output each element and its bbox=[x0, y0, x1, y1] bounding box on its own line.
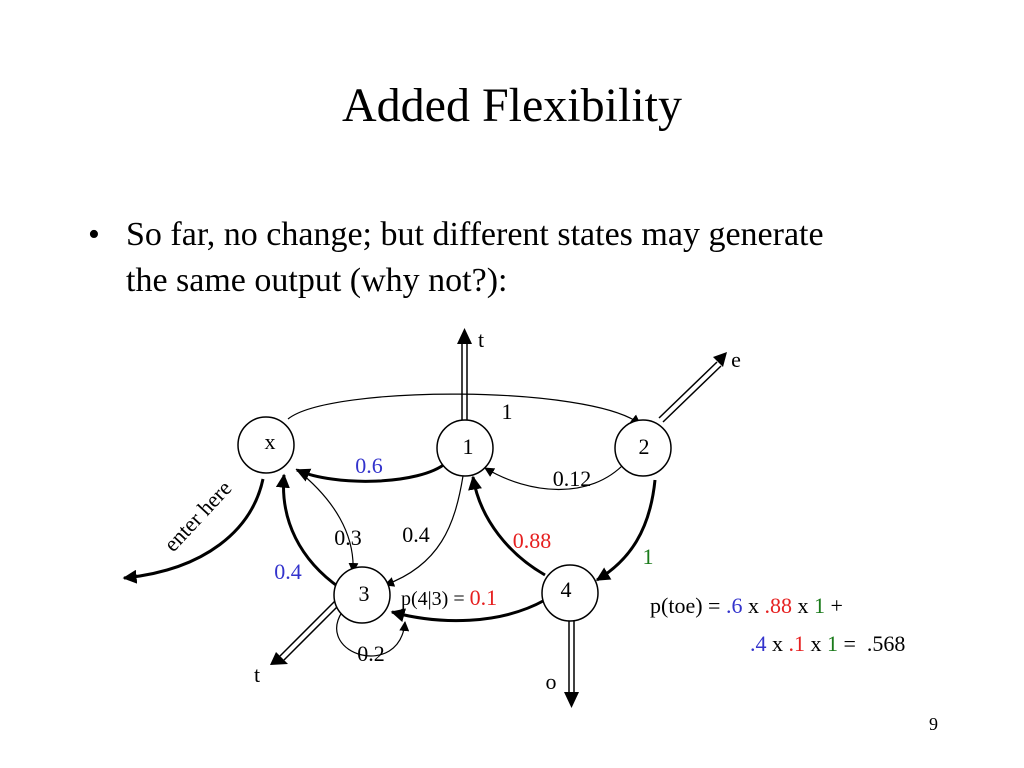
edge-label-1-to-x: 0.6 bbox=[355, 453, 383, 478]
formula-line1-term-0: p(toe) = bbox=[650, 593, 726, 618]
formula-line1-term-4: x bbox=[792, 593, 814, 618]
formula-line2-term-3: x bbox=[805, 631, 827, 656]
edge-x-to-3 bbox=[295, 468, 359, 573]
state-3-label: 3 bbox=[359, 581, 370, 606]
edge-label-x-to-2: 1 bbox=[502, 399, 513, 424]
entry-arrow bbox=[122, 478, 265, 584]
formula-line2-term-5: = .568 bbox=[838, 631, 905, 656]
edge-1-to-3 bbox=[384, 475, 464, 587]
emission-arrow-e bbox=[658, 352, 727, 423]
p43-prefix: p(4|3) = bbox=[401, 588, 470, 610]
edge-3-self-loop bbox=[336, 611, 410, 657]
output-label-o: o bbox=[546, 669, 557, 694]
edge-2-to-1 bbox=[484, 462, 626, 490]
formula-line-1: p(toe) = .6 x .88 x 1 + bbox=[650, 593, 843, 618]
edge-label-4-to-1: 0.88 bbox=[513, 528, 552, 553]
slide-number: 9 bbox=[929, 714, 938, 734]
edge-2-to-4 bbox=[595, 479, 657, 582]
edge-x-to-2 bbox=[287, 393, 641, 425]
output-label-t-top: t bbox=[478, 327, 484, 352]
state-1-label: 1 bbox=[463, 434, 474, 459]
state-4: 4 bbox=[541, 564, 599, 622]
formula-line2-term-2: .1 bbox=[789, 631, 806, 656]
state-x-label: x bbox=[265, 429, 276, 454]
bullet-text: So far, no change; but different states … bbox=[126, 216, 824, 299]
output-label-e: e bbox=[731, 347, 741, 372]
output-label-t-bottom: t bbox=[254, 662, 260, 687]
emission-arrow-o bbox=[564, 620, 579, 708]
state-3: 3 bbox=[333, 566, 391, 624]
edge-label-1-to-3: 0.4 bbox=[402, 522, 430, 547]
state-2: 2 bbox=[614, 419, 672, 477]
emission-arrow-t-bottom bbox=[270, 594, 346, 665]
formula-line1-term-2: x bbox=[742, 593, 764, 618]
emission-arrow-t-top bbox=[457, 328, 472, 426]
formula-line-2: .4 x .1 x 1 = .568 bbox=[750, 631, 905, 656]
state-4-label: 4 bbox=[561, 577, 572, 602]
edge-label-2-to-4: 1 bbox=[643, 544, 654, 569]
formula-line1-term-3: .88 bbox=[764, 593, 792, 618]
edge-label-4-to-3: p(4|3) = 0.1 bbox=[401, 585, 497, 610]
edge-4-to-3 bbox=[390, 598, 546, 623]
edge-label-x-to-3: 0.3 bbox=[334, 525, 362, 550]
state-1: 1 bbox=[436, 419, 494, 477]
formula-line2-term-1: x bbox=[767, 631, 789, 656]
entry-label: enter here bbox=[159, 475, 237, 556]
edge-label-3-to-x: 0.4 bbox=[274, 559, 302, 584]
bullet-marker: • bbox=[88, 216, 100, 253]
state-2-label: 2 bbox=[639, 434, 650, 459]
slide-title: Added Flexibility bbox=[342, 79, 682, 132]
edge-1-to-x bbox=[295, 461, 447, 483]
edge-label-3-self: 0.2 bbox=[357, 641, 385, 666]
formula-line1-term-1: .6 bbox=[726, 593, 743, 618]
p43-value: 0.1 bbox=[470, 585, 498, 610]
state-x: x bbox=[237, 416, 295, 474]
edge-label-2-to-1: 0.12 bbox=[553, 466, 592, 491]
formula-line1-term-5: 1 bbox=[814, 593, 825, 618]
edge-4-to-1 bbox=[468, 475, 546, 577]
bullet-item: • So far, no change; but different state… bbox=[88, 212, 848, 304]
formula-line2-term-0: .4 bbox=[750, 631, 767, 656]
formula-line1-term-6: + bbox=[825, 593, 843, 618]
edge-3-to-x bbox=[275, 473, 341, 590]
formula-line2-term-4: 1 bbox=[827, 631, 838, 656]
